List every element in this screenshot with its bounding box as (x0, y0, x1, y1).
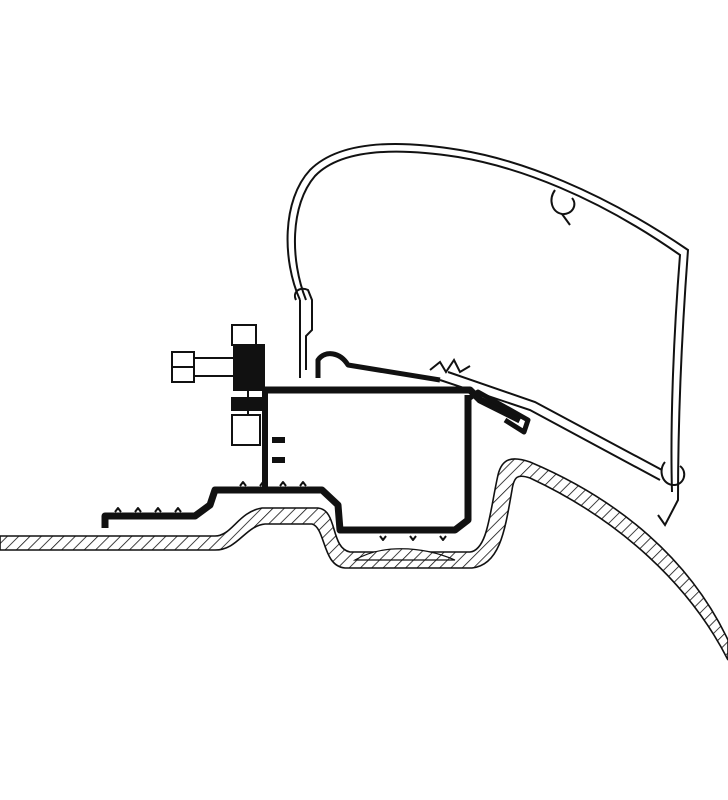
bracket-teeth (114, 481, 447, 541)
casing-inner-outline (293, 150, 682, 493)
casing-lower-edge (439, 371, 663, 481)
bolt-plate (233, 344, 265, 391)
casing-outer-outline (286, 143, 690, 527)
bracket-right-hook (468, 389, 531, 435)
mounting-bolt (171, 324, 265, 446)
casing-hook-top (550, 189, 576, 226)
bolt-nut-top (231, 324, 257, 346)
adapter-bracket (101, 351, 531, 541)
casing-rail (294, 287, 313, 378)
casing-clip (429, 358, 471, 374)
bracket-base-profile (101, 395, 472, 534)
bolt-nut-bottom (231, 414, 261, 446)
casing-hook-bottom (660, 461, 686, 487)
bracket-vertical-post (262, 390, 285, 490)
roof-channel-fill (352, 548, 456, 561)
awning-casing (286, 143, 690, 527)
bracket-top-hook (315, 351, 441, 383)
vehicle-roof (0, 458, 728, 661)
